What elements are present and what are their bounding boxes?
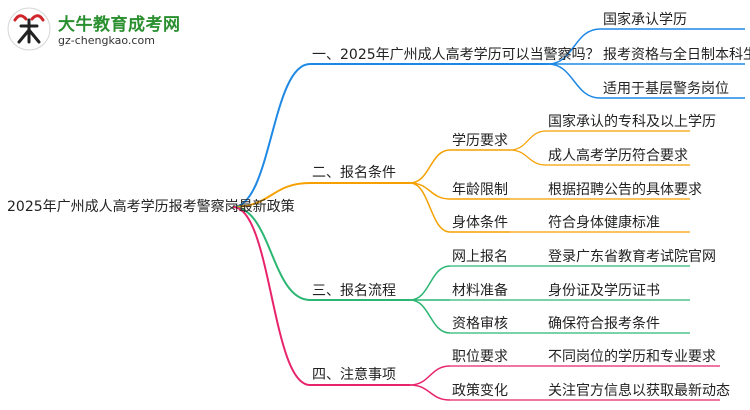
branch-4-sub-link-1: [409, 365, 451, 386]
branch-4-sub-link-2: [409, 384, 451, 401]
branch-1-leaf-link-1: [547, 28, 601, 65]
branch-1-label: 一、2025年广州成人高考学历可以当警察吗？: [312, 47, 600, 63]
branch-3-sub-link-1: [409, 265, 451, 301]
branch-3-sub-link-3: [409, 299, 451, 334]
branch-1-leaf-1: 国家承认学历: [603, 12, 687, 28]
site-url: gz-chengkao.com: [58, 34, 155, 47]
branch-1-leaf-link-3: [547, 63, 601, 99]
root-link-1: [232, 63, 311, 208]
branch-2-sub-1-leaf-link-1: [509, 130, 547, 151]
root-link-2: [232, 182, 311, 208]
branch-4-label: 四、注意事项: [312, 367, 396, 383]
branch-4-sub-2: 政策变化: [452, 383, 508, 399]
root-node: 2025年广州成人高考学历报考警察岗最新政策: [7, 199, 295, 215]
root-link-4: [232, 206, 311, 386]
branch-3-sub-1: 网上报名: [452, 249, 508, 265]
site-logo[interactable]: 大牛教育成考网 gz-chengkao.com: [6, 6, 180, 52]
branch-2-sub-2: 年龄限制: [452, 182, 508, 198]
branch-1-leaf-3: 适用于基层警务岗位: [603, 81, 729, 97]
branch-3-sub-2-leaf-1: 身份证及学历证书: [548, 283, 660, 299]
branch-4-sub-1-leaf-1: 不同岗位的学历和专业要求: [548, 349, 716, 365]
branch-1-leaf-2: 报考资格与全日制本科生相同: [603, 47, 750, 63]
branch-3-sub-3-leaf-1: 确保符合报考条件: [548, 316, 660, 332]
branch-2-label: 二、报名条件: [312, 165, 396, 181]
branch-2-sub-1-leaf-link-2: [509, 149, 547, 166]
branch-3-sub-3: 资格审核: [452, 316, 508, 332]
branch-2-sub-1: 学历要求: [452, 133, 508, 149]
branch-4-sub-1: 职位要求: [452, 349, 508, 365]
bull-logo-icon: [7, 7, 51, 51]
site-name: 大牛教育成考网: [58, 15, 181, 35]
branch-2-sub-1-leaf-2: 成人高考学历符合要求: [548, 148, 688, 164]
branch-2-sub-link-1: [409, 149, 451, 184]
branch-4-sub-2-leaf-1: 关注官方信息以获取最新动态: [548, 383, 730, 399]
branch-3-label: 三、报名流程: [312, 283, 396, 299]
branch-2-sub-3: 身体条件: [452, 215, 508, 231]
branch-3-sub-1-leaf-1: 登录广东省教育考试院官网: [548, 249, 716, 265]
root-link-3: [232, 206, 311, 301]
branch-2-sub-3-leaf-1: 符合身体健康标准: [548, 215, 660, 231]
branch-2-sub-link-3: [409, 182, 451, 233]
branch-2-sub-1-leaf-1: 国家承认的专科及以上学历: [548, 114, 716, 130]
branch-2-sub-2-leaf-1: 根据招聘公告的具体要求: [548, 182, 702, 198]
branch-3-sub-2: 材料准备: [452, 283, 508, 299]
